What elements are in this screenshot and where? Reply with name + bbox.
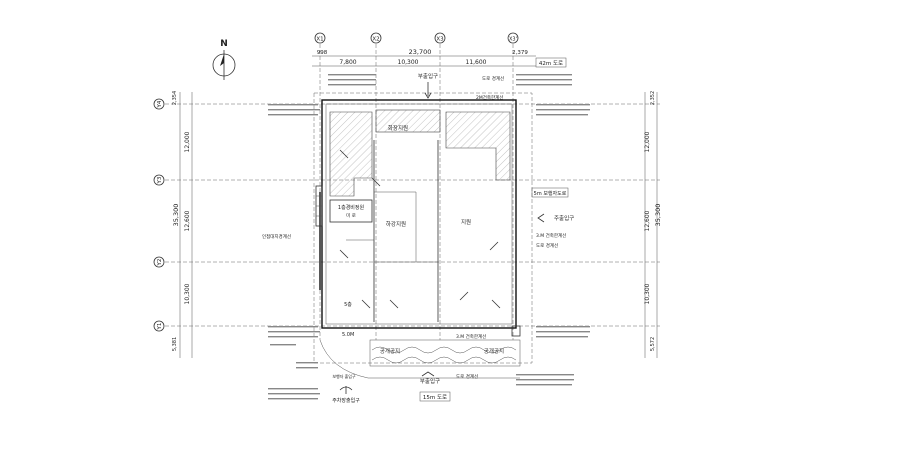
- open-space-2-label: 공개공지: [484, 347, 504, 355]
- svg-text:1층경비정원: 1층경비정원: [338, 204, 365, 211]
- svg-text:2,379: 2,379: [512, 50, 528, 56]
- svg-text:23,700: 23,700: [409, 48, 432, 56]
- site-boundary: [313, 92, 533, 364]
- grid-lines-horizontal: [165, 103, 660, 327]
- limit-south-label: 5.0M: [342, 332, 354, 338]
- retail-label: 지원: [461, 218, 471, 226]
- small-note-label: 보행자 출입구: [332, 373, 356, 379]
- svg-text:12,000: 12,000: [184, 131, 191, 152]
- manager-room: 1층경비정원 미 로: [329, 199, 373, 223]
- svg-text:998: 998: [317, 50, 328, 56]
- grid-bubble-y2: Y2: [153, 256, 165, 268]
- grid-bubble-y3: Y3: [153, 174, 165, 186]
- road-line-south-label: 도로 경계선: [456, 373, 478, 380]
- hatched-area-top: [375, 109, 441, 133]
- note-lines-north: [328, 74, 572, 86]
- svg-text:미 로: 미 로: [346, 212, 356, 219]
- grid-bubble-y1: Y1: [153, 320, 165, 332]
- svg-text:12,600: 12,600: [644, 210, 651, 231]
- road-label-south: 15m 도로: [419, 391, 451, 402]
- svg-text:Y1: Y1: [157, 323, 163, 331]
- svg-text:도로 경계선: 도로 경계선: [482, 75, 504, 82]
- svg-text:10,300: 10,300: [398, 59, 419, 66]
- open-space-south: 공개공지 공개공지: [369, 339, 521, 367]
- note-lines-east: [516, 104, 590, 386]
- north-label: N: [220, 39, 228, 49]
- svg-text:35,300: 35,300: [654, 204, 662, 227]
- svg-text:11,600: 11,600: [466, 59, 487, 66]
- grid-bubble-x3: X3: [434, 32, 446, 44]
- view-arrows: [339, 149, 501, 309]
- facility-room-label: 화장지원: [388, 124, 408, 132]
- lower-floor-label: 5층: [344, 301, 352, 308]
- svg-text:부출입구: 부출입구: [418, 72, 438, 80]
- svg-text:12,600: 12,600: [184, 210, 191, 231]
- svg-text:X3': X3': [509, 37, 517, 43]
- access-road-curve: [319, 339, 520, 379]
- svg-text:Y4: Y4: [157, 100, 163, 108]
- building-line-south-label: 3.M 건축한계선: [456, 333, 486, 340]
- sub-entrance-south: 부출입구: [420, 371, 440, 385]
- svg-text:2M건축한계선: 2M건축한계선: [476, 94, 503, 101]
- road-label-east: 5m 보행자도로: [531, 187, 569, 198]
- svg-text:주차장출입구: 주차장출입구: [332, 397, 360, 404]
- grid-bubble-y4: Y4: [153, 98, 165, 110]
- sub-entrance-north: 부출입구: [418, 72, 438, 99]
- svg-text:주출입구: 주출입구: [554, 214, 574, 222]
- note-lines-west: [268, 104, 320, 400]
- interior-partitions: [319, 140, 439, 322]
- building-line-east-label: 3.M 건축한계선: [536, 232, 566, 239]
- road-line-north-label: 도로 경계선: [482, 75, 504, 82]
- north-arrow-icon: N: [212, 39, 236, 80]
- open-space-1-label: 공개공지: [380, 347, 400, 355]
- svg-text:부출입구: 부출입구: [420, 377, 440, 385]
- svg-text:7,800: 7,800: [339, 59, 356, 66]
- svg-text:X2: X2: [372, 37, 379, 43]
- building-line-north-label: 2M건축한계선: [476, 94, 503, 101]
- stair-marker: [511, 325, 521, 337]
- west-tag-markers: [315, 185, 323, 227]
- svg-text:10,300: 10,300: [644, 283, 651, 304]
- hatched-area-ne: [445, 111, 511, 181]
- road-line-east-label: 도로 경계선: [536, 242, 558, 249]
- building-line-west-label: 인접대지경계선: [262, 233, 291, 240]
- grid-bubble-x1: X1: [314, 32, 326, 44]
- svg-text:5,572: 5,572: [650, 337, 656, 351]
- dimension-left: 2,354 35,300 12,000 12,600 10,300 5,381: [172, 91, 193, 358]
- svg-text:35,300: 35,300: [172, 204, 180, 227]
- svg-text:5m 보행자도로: 5m 보행자도로: [534, 190, 567, 197]
- svg-text:10,300: 10,300: [184, 283, 191, 304]
- svg-text:Y2: Y2: [157, 259, 163, 267]
- svg-text:2,352: 2,352: [650, 91, 656, 105]
- grid-bubble-x2: X2: [370, 32, 382, 44]
- svg-text:42m 도로: 42m 도로: [539, 60, 563, 67]
- lobby-label: 하강지원: [386, 220, 406, 228]
- svg-text:12,000: 12,000: [644, 131, 651, 152]
- dimension-right: 2,352 12,000 12,600 10,300 35,300 5,572: [644, 91, 662, 358]
- parking-entrance: 주차장출입구: [332, 386, 360, 404]
- dimension-top: 998 23,700 2,379 7,800 10,300 11,600: [312, 48, 536, 67]
- main-entrance: 주출입구: [537, 213, 574, 223]
- svg-text:15m 도로: 15m 도로: [423, 394, 447, 401]
- svg-text:X1: X1: [316, 37, 323, 43]
- svg-text:5,381: 5,381: [172, 337, 178, 351]
- svg-text:X3: X3: [436, 37, 444, 43]
- svg-text:Y3: Y3: [157, 176, 163, 184]
- road-label-north: 42m 도로: [535, 57, 567, 68]
- hatched-area-nw: [329, 111, 373, 197]
- svg-text:2,354: 2,354: [172, 91, 178, 105]
- grid-bubble-x3-prime: X3': [507, 32, 519, 44]
